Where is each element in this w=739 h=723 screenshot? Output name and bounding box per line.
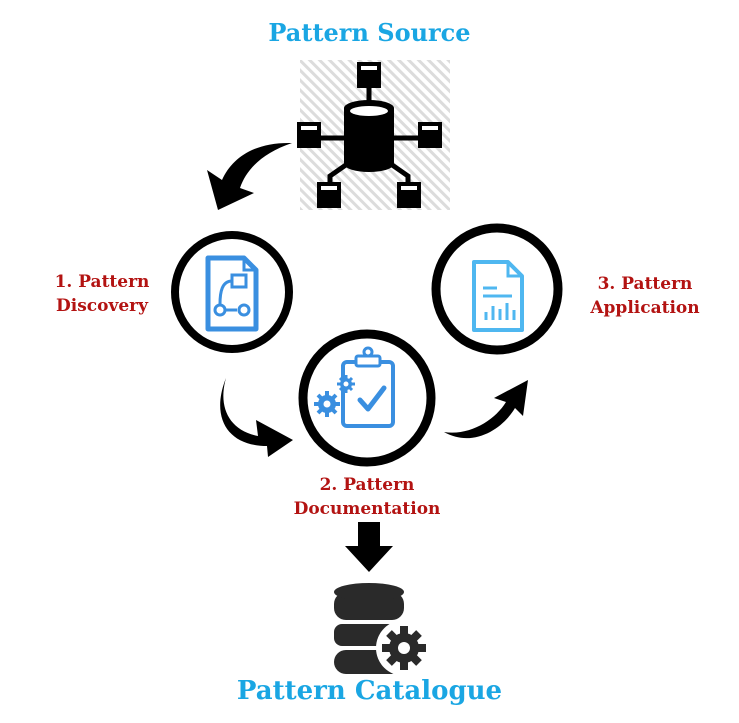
step-discovery-label: 1. Pattern Discovery — [40, 270, 164, 318]
step-documentation-number: 2. Pattern — [319, 475, 415, 495]
application-node — [431, 223, 563, 355]
documentation-node — [298, 329, 436, 467]
step-application-number: 3. Pattern — [597, 274, 693, 294]
database-gear-icon — [334, 583, 432, 676]
step-documentation-label: 2. Pattern Documentation — [262, 473, 472, 521]
discovery-node — [171, 231, 293, 353]
pattern-source-title: Pattern Source — [268, 18, 471, 47]
report-chart-document-icon — [472, 260, 524, 332]
clipboard-gears-icon — [314, 346, 395, 428]
step-application-label: 3. Pattern Application — [570, 272, 720, 320]
network-database-icon — [297, 60, 450, 210]
arrow-discovery-to-documentation — [220, 378, 293, 457]
step-discovery-number: 1. Pattern — [54, 272, 150, 292]
step-documentation-name: Documentation — [293, 499, 441, 519]
flowchart-document-icon — [205, 255, 259, 332]
arrow-documentation-to-catalogue — [345, 522, 393, 572]
arrow-documentation-to-application — [444, 380, 528, 439]
arrow-source-to-discovery — [207, 142, 292, 210]
step-discovery-name: Discovery — [56, 296, 148, 316]
step-application-name: Application — [590, 298, 700, 318]
pattern-catalogue-title: Pattern Catalogue — [236, 676, 503, 706]
